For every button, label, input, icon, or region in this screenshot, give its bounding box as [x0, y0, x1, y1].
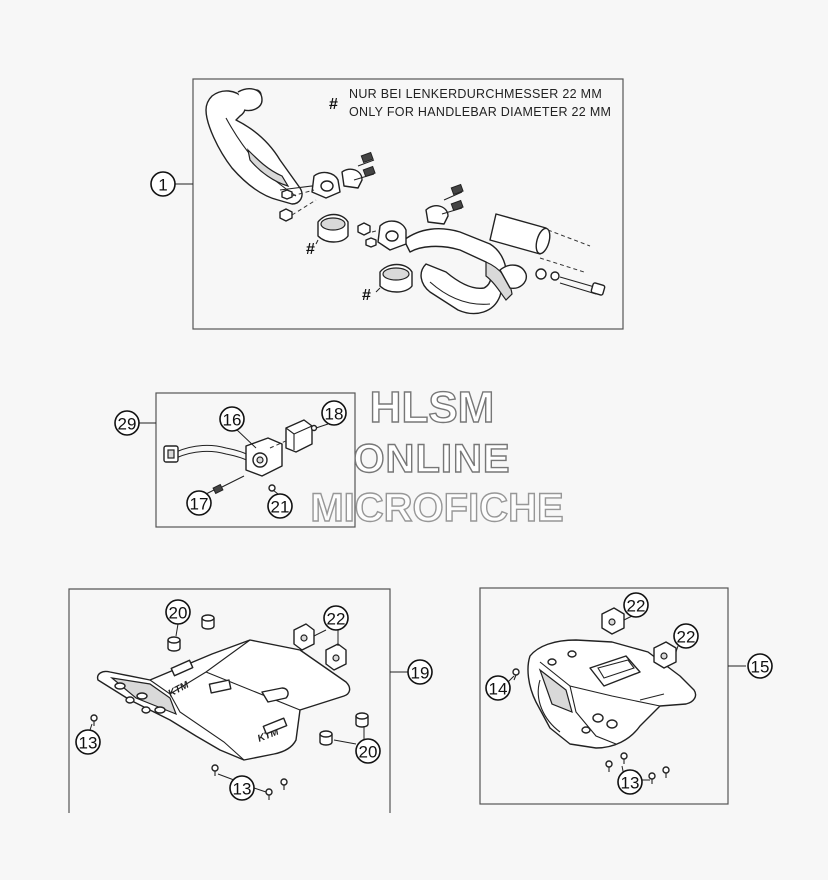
- svg-text:18: 18: [325, 405, 344, 424]
- handlebar-end: [489, 213, 591, 273]
- handguard-group: # NUR BEI LENKERDURCHMESSER 22 MM ONLY F…: [150, 78, 624, 330]
- svg-text:14: 14: [489, 680, 508, 699]
- svg-text:17: 17: [190, 495, 209, 514]
- callout-22-engine-top: 22: [623, 592, 649, 618]
- note-english: ONLY FOR HANDLEBAR DIAMETER 22 MM: [349, 105, 611, 119]
- svg-text:20: 20: [169, 604, 188, 623]
- watermark-line-1: HLSM: [370, 383, 495, 432]
- engine-guard: [527, 639, 697, 749]
- callout-19: 19: [407, 659, 433, 685]
- note-german: NUR BEI LENKERDURCHMESSER 22 MM: [349, 87, 602, 101]
- callout-16: 16: [219, 406, 245, 432]
- rubber-bushings-20: [167, 614, 369, 746]
- screws-13-skid: [90, 714, 288, 800]
- svg-text:22: 22: [327, 610, 346, 629]
- svg-text:13: 13: [621, 774, 640, 793]
- callout-13-skid-bottom: 13: [229, 775, 255, 801]
- right-handguard: [403, 228, 606, 315]
- left-handguard: [205, 88, 319, 205]
- switch-body: [245, 419, 313, 477]
- brackets-22-engine: [601, 607, 677, 669]
- svg-text:29: 29: [118, 415, 137, 434]
- screw-18: [310, 424, 318, 432]
- callout-15: 15: [747, 653, 773, 679]
- screw-17: [219, 475, 245, 489]
- engine-guard-group: 22 22 15 14 13: [479, 587, 773, 805]
- watermark-line-2: ONLINE: [353, 437, 510, 481]
- callout-29: 29: [114, 410, 140, 436]
- callout-17: 17: [186, 490, 212, 516]
- svg-text:13: 13: [233, 780, 252, 799]
- svg-text:13: 13: [79, 734, 98, 753]
- screws-engine: [512, 668, 670, 784]
- switch-frame: [155, 392, 356, 528]
- svg-text:19: 19: [411, 664, 430, 683]
- callout-22-engine-right: 22: [673, 623, 699, 649]
- callout-18: 18: [321, 400, 347, 426]
- callout-14: 14: [485, 675, 511, 701]
- handguard-frame: [192, 78, 624, 330]
- watermark: HLSM ONLINE MICROFICHE: [310, 382, 565, 530]
- svg-text:22: 22: [677, 628, 696, 647]
- svg-text:16: 16: [223, 411, 242, 430]
- svg-text:22: 22: [627, 597, 646, 616]
- svg-text:21: 21: [271, 498, 290, 517]
- watermark-line-3: MICROFICHE: [310, 486, 563, 530]
- switch-wire: [175, 444, 251, 457]
- callout-13-engine: 13: [617, 769, 643, 795]
- left-clamp-assembly: [279, 151, 376, 245]
- svg-text:15: 15: [751, 658, 770, 677]
- right-clamp-assembly: [357, 183, 464, 293]
- nut-21: [268, 484, 276, 492]
- skid-plate-group: KTM KTM: [68, 588, 433, 813]
- skid-plate: KTM KTM: [96, 639, 351, 761]
- callout-13-skid-left: 13: [75, 729, 101, 755]
- svg-text:1: 1: [158, 176, 167, 195]
- callout-22-skid: 22: [323, 605, 349, 631]
- callout-1: 1: [150, 171, 176, 197]
- hash-mark-spacer-right: #: [362, 287, 371, 304]
- callout-21: 21: [267, 493, 293, 519]
- hash-mark-spacer-left: #: [306, 241, 315, 258]
- callout-20-top: 20: [165, 599, 191, 625]
- switch-group: 29 16 18 17 21: [114, 392, 356, 528]
- brackets-22: [293, 623, 347, 671]
- note-hash-symbol: #: [329, 96, 338, 113]
- callout-20-bottom: 20: [355, 738, 381, 764]
- engine-guard-frame: [479, 587, 729, 805]
- svg-text:20: 20: [359, 743, 378, 762]
- skid-plate-frame: [68, 588, 391, 813]
